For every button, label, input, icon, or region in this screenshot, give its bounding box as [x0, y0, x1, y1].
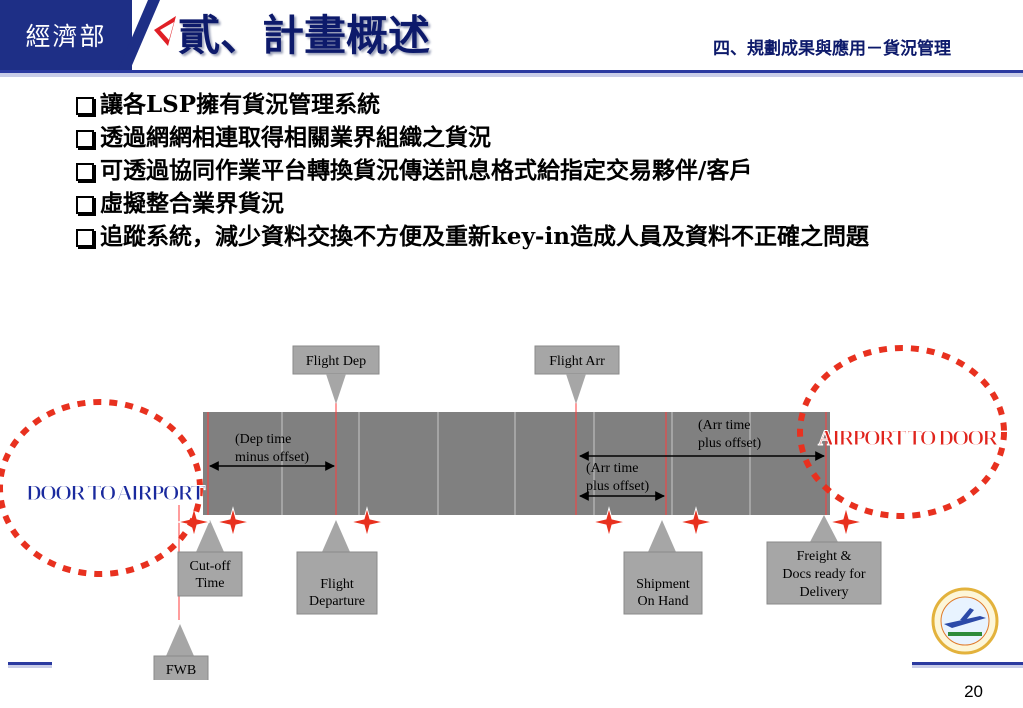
event-star-icon — [350, 506, 384, 538]
airport-to-door-label: AIRPORT TO DOOR — [818, 425, 999, 450]
page-title: 貳、計畫概述 — [178, 11, 431, 60]
logo-emblem — [118, 0, 176, 70]
shipment-on-hand-callout: Shipment On Hand — [623, 520, 703, 615]
footer-rule-right — [912, 662, 1023, 668]
arr-offset-note-b2: plus offset) — [586, 479, 649, 494]
svg-text:Flight: Flight — [320, 577, 354, 592]
organization-seal-icon — [931, 587, 999, 655]
fwb-callout: FWB — [153, 624, 209, 680]
dep-offset-note-2: minus offset) — [235, 450, 309, 465]
flight-dep-callout: Flight Dep — [292, 345, 380, 404]
org-logo: 經濟部 — [0, 0, 132, 70]
checkbox-bullet-icon — [76, 163, 94, 181]
door-to-airport-label: DOOR TO AIRPORT — [26, 480, 206, 505]
svg-text:Departure: Departure — [309, 594, 365, 609]
bullet-item: 透過網網相連取得相關業界組織之貨況 — [76, 121, 956, 154]
flight-arr-callout: Flight Arr — [534, 345, 620, 404]
door-to-airport-zone — [0, 399, 203, 577]
event-lines — [178, 400, 827, 620]
airport-to-door-zone — [797, 345, 1007, 519]
section-subtitle: 四、規劃成果與應用－貨況管理 — [713, 39, 951, 59]
event-star-icon — [679, 506, 713, 538]
svg-text:Freight &: Freight & — [797, 549, 852, 564]
svg-text:Time: Time — [195, 576, 224, 591]
shipment-timeline-diagram: (Dep time minus offset) (Arr time plus o… — [0, 345, 1007, 680]
bullet-item: 虛擬整合業界貨況 — [76, 187, 956, 220]
page-number: 20 — [964, 682, 983, 701]
checkbox-bullet-icon — [76, 130, 94, 148]
dep-offset-note-1: (Dep time — [235, 432, 291, 447]
flight-departure-callout: Flight Departure — [296, 520, 378, 615]
svg-text:Flight Arr: Flight Arr — [549, 354, 605, 369]
arr-offset-note-b1: (Arr time — [586, 461, 638, 476]
checkbox-bullet-icon — [76, 196, 94, 214]
arr-offset-note-a1: (Arr time — [698, 418, 750, 433]
checkbox-bullet-icon — [76, 97, 94, 115]
bullet-item: 讓各LSP擁有貨況管理系統 — [76, 88, 956, 121]
svg-text:Delivery: Delivery — [800, 585, 849, 600]
bullet-item: 可透過協同作業平台轉換貨況傳送訊息格式給指定交易夥伴/客戶 — [76, 154, 956, 187]
checkbox-bullet-icon — [76, 229, 94, 247]
svg-text:FWB: FWB — [166, 663, 196, 678]
svg-text:Flight Dep: Flight Dep — [306, 354, 366, 369]
event-star-icon — [592, 506, 626, 538]
header-divider — [0, 70, 1023, 77]
event-star-icon — [216, 506, 250, 538]
bullet-item: 追蹤系統，減少資料交換不方便及重新key-in造成人員及資料不正確之問題 — [76, 220, 956, 253]
svg-text:Shipment: Shipment — [636, 577, 690, 592]
arr-offset-note-a2: plus offset) — [698, 436, 761, 451]
footer-rule-left — [8, 662, 52, 668]
freight-docs-callout: Freight & Docs ready for Delivery — [766, 515, 882, 605]
svg-text:Cut-off: Cut-off — [190, 559, 231, 574]
event-star-icon — [829, 506, 863, 538]
bullet-list: 讓各LSP擁有貨況管理系統 透過網網相連取得相關業界組織之貨況 可透過協同作業平… — [76, 88, 956, 253]
svg-text:Docs ready for: Docs ready for — [782, 567, 866, 582]
svg-text:On Hand: On Hand — [638, 594, 689, 609]
cutoff-time-callout: Cut-off Time — [177, 520, 243, 597]
